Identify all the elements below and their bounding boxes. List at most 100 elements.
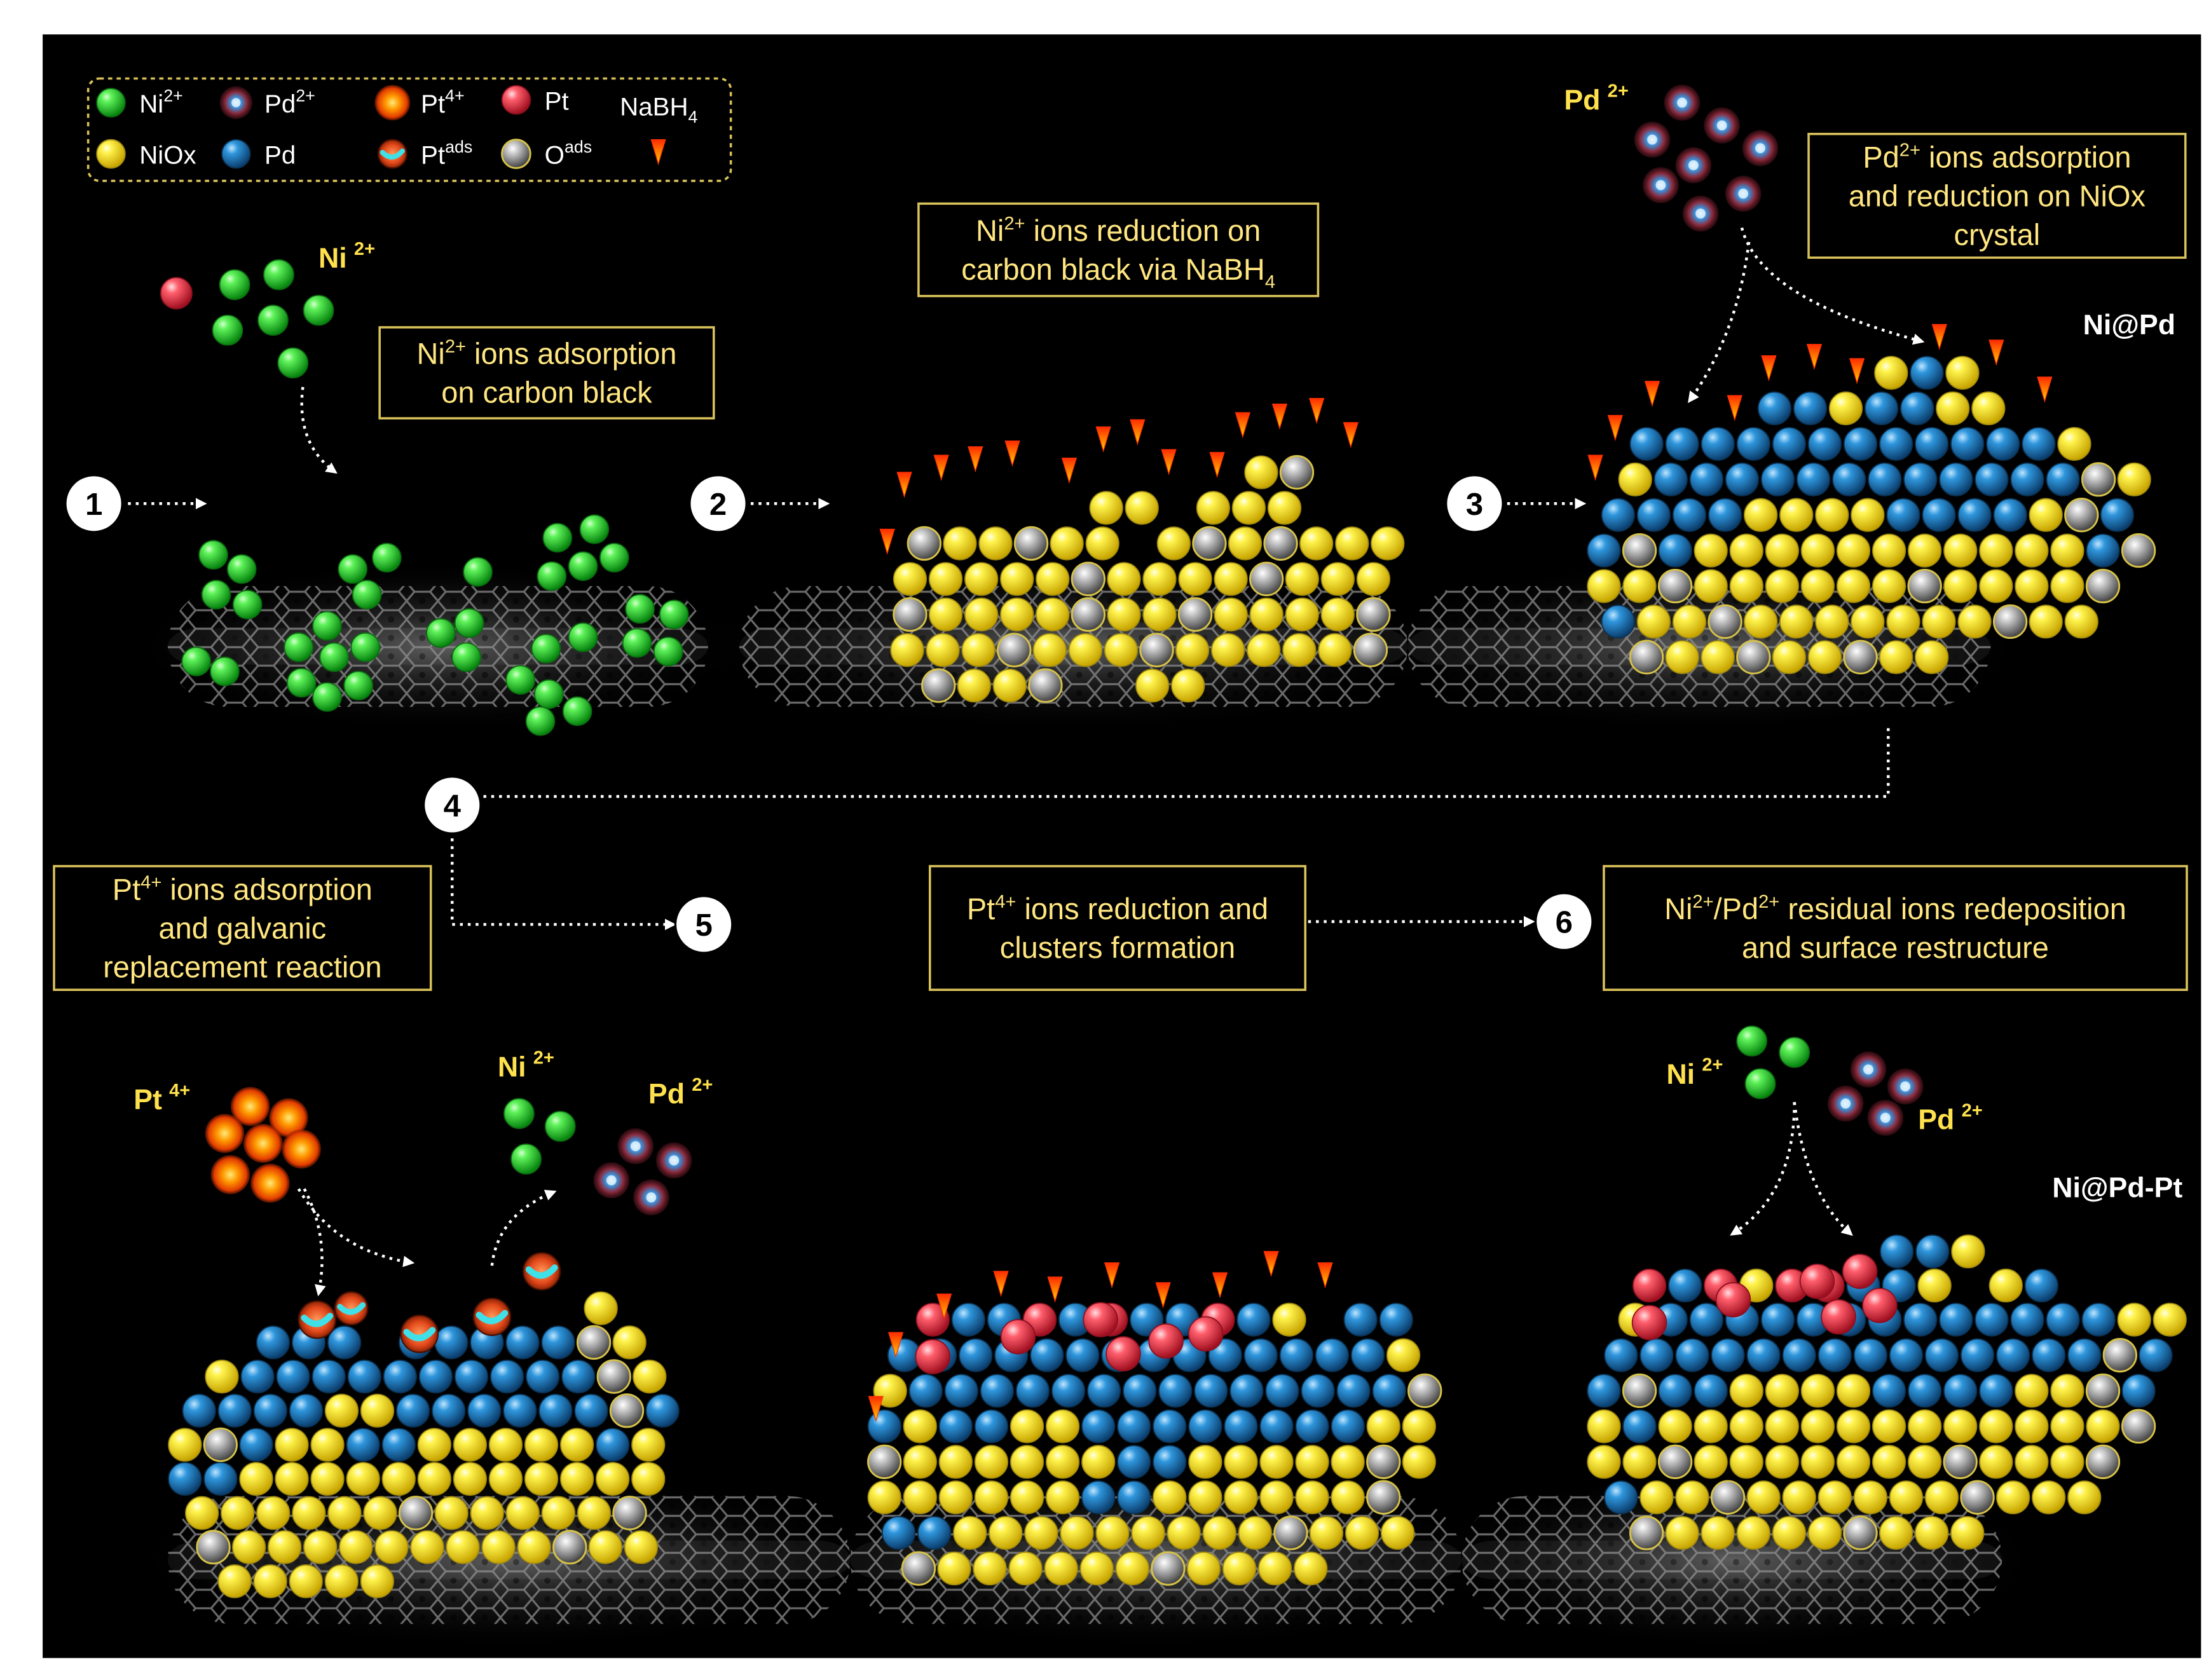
niox-atom xyxy=(1085,526,1119,561)
niox-atom xyxy=(1779,498,1814,532)
pd-atom xyxy=(467,1393,502,1428)
caption-b3-line-1-part: ions adsorption xyxy=(1920,140,2131,174)
niox-atom xyxy=(1815,604,1849,639)
niox-atom xyxy=(596,1461,630,1496)
pd-atom xyxy=(395,1393,430,1428)
pd-atom xyxy=(1601,604,1635,639)
pd-atom xyxy=(203,1461,238,1496)
pd-atom xyxy=(1265,1374,1299,1408)
caption-b6-line-2-part: and surface restructure xyxy=(1742,931,2049,964)
caption-b1-line-2: on carbon black xyxy=(441,375,652,409)
niox-atom xyxy=(1800,1445,1835,1479)
nabh4-symbol xyxy=(1004,440,1020,467)
oads-atom xyxy=(398,1496,434,1531)
niox-atom xyxy=(1694,533,1728,568)
pd-atom xyxy=(2081,1302,2116,1337)
pd-atom xyxy=(917,1515,952,1550)
niox-atom xyxy=(2050,569,2084,603)
arrow-pt-down xyxy=(303,1188,326,1297)
caption-b5-line-2-part: clusters formation xyxy=(1000,931,1236,964)
step-3-number: 3 xyxy=(1466,487,1483,522)
pd-atom xyxy=(1736,427,1770,461)
oads-atom xyxy=(1622,1373,1657,1409)
niox-atom xyxy=(992,668,1027,703)
niox-atom xyxy=(1010,1409,1044,1444)
caption-b4-line-1-part: 4+ xyxy=(140,872,161,892)
niox-atom xyxy=(1917,1268,1952,1303)
niox-atom xyxy=(488,1428,523,1462)
pt-atom xyxy=(1715,1282,1751,1318)
nabh4-symbol xyxy=(2037,376,2053,403)
caption-b6-line-1-part: /Pd xyxy=(1714,892,1758,925)
niox-atom xyxy=(1107,598,1141,632)
niox-atom xyxy=(1800,569,1835,603)
pd-atom xyxy=(1701,427,1735,461)
niox-atom xyxy=(1907,1409,1942,1444)
legend-label-sup: ads xyxy=(445,137,472,156)
niox-atom xyxy=(1836,1374,1871,1408)
niox-atom xyxy=(1622,1445,1657,1479)
oads-atom xyxy=(997,632,1032,667)
niox-atom xyxy=(2117,462,2151,496)
niox-atom xyxy=(1995,1480,2030,1515)
niox-atom xyxy=(1211,633,1245,667)
pd-atom xyxy=(959,1338,993,1372)
pd-atom xyxy=(1653,462,1688,496)
ni-atom xyxy=(277,347,309,379)
nabh4-symbol xyxy=(1309,398,1325,425)
ptads-atom xyxy=(400,1315,439,1353)
pd-atom xyxy=(1807,427,1842,461)
pd-atom xyxy=(2010,462,2044,496)
pd-atom xyxy=(454,1359,489,1394)
niox-atom xyxy=(410,1530,444,1564)
niox-atom xyxy=(938,1480,973,1515)
niox-atom xyxy=(2050,1374,2084,1408)
ni-atom xyxy=(503,1098,535,1130)
ni-atom xyxy=(451,642,481,673)
legend-label-sup: ads xyxy=(565,137,592,156)
step-1-marker: 1 xyxy=(64,474,124,533)
niox-atom xyxy=(577,1496,612,1530)
ion-label-charge: 2+ xyxy=(1608,81,1629,102)
ptads-atom xyxy=(298,1300,336,1339)
caption-b3-line-2: and reduction on NiOx xyxy=(1849,179,2146,212)
caption-box-b5 xyxy=(928,864,1307,991)
oads-atom xyxy=(2085,1444,2121,1479)
ni-atom xyxy=(1736,1025,1767,1057)
pd-atom xyxy=(1117,1480,1151,1515)
niox-atom xyxy=(1171,668,1205,703)
niox-atom xyxy=(1299,526,1334,561)
caption-b4-line-1-part: ions adsorption xyxy=(161,872,373,906)
niox-atom xyxy=(964,562,999,596)
pd-atom xyxy=(1051,1374,1086,1408)
oads-atom xyxy=(1177,597,1213,632)
arrow-layer xyxy=(128,227,1925,1297)
niox-atom xyxy=(2032,1480,2066,1515)
niox-atom xyxy=(1386,1338,1421,1372)
ni-atom xyxy=(257,304,289,336)
legend-label-sub: 4 xyxy=(688,107,698,126)
niox-atom xyxy=(978,526,1013,561)
niox-atom xyxy=(1587,1445,1621,1479)
niox-atom xyxy=(937,1551,971,1586)
niox-atom xyxy=(2050,1445,2084,1479)
pd-atom xyxy=(1782,1338,1816,1372)
niox-atom xyxy=(1068,633,1102,667)
pd-atom xyxy=(1886,498,1920,532)
pd-atom xyxy=(2067,1338,2102,1372)
nabh4-symbol xyxy=(1161,449,1177,475)
niox-atom xyxy=(584,1291,618,1325)
pd-atom xyxy=(1694,1374,1728,1408)
step-3-marker: 3 xyxy=(1445,474,1504,533)
niox-atom xyxy=(1736,1515,1770,1550)
caption-b3-line-1-part: Pd xyxy=(1863,140,1899,174)
nabh4-symbol xyxy=(1849,358,1865,385)
niox-atom xyxy=(310,1428,345,1462)
legend-label-ni2: Ni2+ xyxy=(139,86,183,118)
caption-box-b2 xyxy=(917,202,1320,297)
niox-atom xyxy=(1010,1480,1044,1515)
oads-atom xyxy=(552,1529,587,1565)
niox-atom xyxy=(517,1530,551,1564)
niox-atom xyxy=(1828,391,1863,426)
pd-atom xyxy=(1667,1268,1702,1303)
